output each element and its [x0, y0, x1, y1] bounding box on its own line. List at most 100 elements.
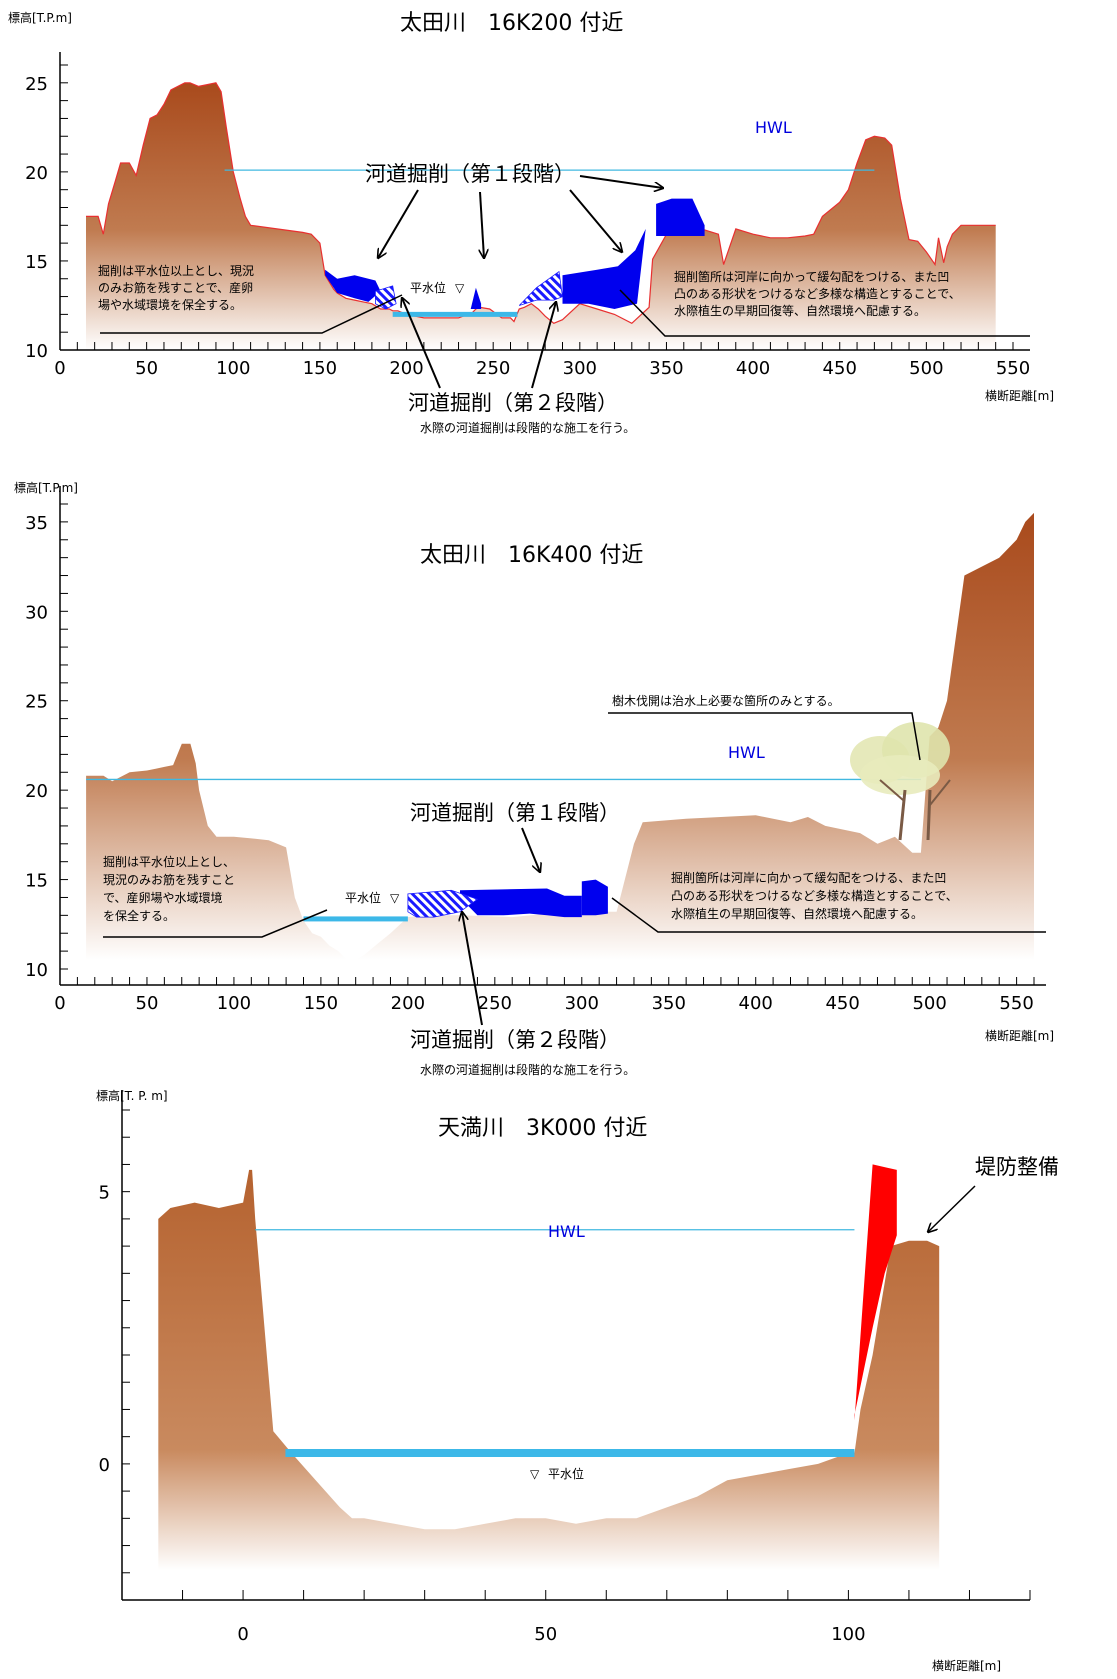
excavation-stage1 [460, 879, 608, 918]
left-note-line3: 場や水域環境を保全する。 [98, 297, 242, 312]
x-tick-label: 500 [909, 358, 943, 379]
normal-water-level [392, 311, 518, 317]
y-tick-label: 25 [25, 692, 48, 713]
normal-water-level [303, 916, 408, 922]
tree-note: 樹木伐開は治水上必要な箇所のみとする。 [612, 694, 840, 708]
y-tick-label: 30 [25, 602, 48, 623]
y-tick-label: 15 [25, 252, 48, 273]
x-tick-label: 100 [831, 1624, 865, 1645]
excavation-stage1-area [656, 198, 705, 236]
x-tick-label: 150 [304, 993, 338, 1014]
y-tick-label: 5 [99, 1183, 110, 1204]
excavation-stage2-area [374, 285, 397, 310]
ground-area [85, 82, 996, 351]
x-tick-label: 400 [739, 993, 773, 1014]
x-tick-label: 250 [478, 993, 512, 1014]
ground-area [158, 1169, 940, 1570]
x-tick-label: 350 [649, 358, 683, 379]
stage2-note: 水際の河道掘削は段階的な施工を行う。 [420, 1062, 635, 1077]
stage1-label: 河道掘削（第１段階） [410, 801, 620, 825]
x-tick-label: 550 [996, 358, 1030, 379]
left-note-line3: で、産卵場や水域環境 [103, 890, 223, 905]
x-tick-label: 450 [823, 358, 857, 379]
stage2-label: 河道掘削（第２段階） [410, 1028, 620, 1052]
excavation-stage1-area [562, 228, 646, 309]
ground-outline [86, 82, 996, 325]
chart-title: 太田川 16K200 付近 [400, 11, 623, 36]
excavation-stage1-area [460, 888, 582, 918]
y-axis-label: 標高[T.P.m] [14, 480, 78, 495]
y-tick-label: 25 [25, 74, 48, 95]
x-tick-label: 50 [136, 993, 159, 1014]
chart-title: 太田川 16K400 付近 [420, 543, 643, 568]
right-note-line2: 凸のある形状をつけるなど多様な構造とすることで、 [674, 287, 961, 301]
right-note-line2: 凸のある形状をつけるなど多様な構造とすることで、 [671, 889, 958, 903]
x-tick-label: 300 [563, 358, 597, 379]
x-tick-label: 100 [217, 993, 251, 1014]
x-tick-label: 150 [303, 358, 337, 379]
x-tick-label: 550 [999, 993, 1033, 1014]
y-axis-label: 標高[T. P. m] [96, 1088, 168, 1103]
x-tick-label: 500 [912, 993, 946, 1014]
chart-16k400: 標高[T.P.m] 太田川 16K400 付近 HWL 平水位 ▽ 101520… [14, 480, 1054, 1077]
hwl-label: HWL [755, 118, 792, 137]
water-level-label: 平水位 [548, 1466, 584, 1481]
chart-title: 天満川 3K000 付近 [438, 1116, 647, 1141]
x-tick-label: 0 [54, 993, 65, 1014]
hwl-label: HWL [728, 743, 765, 762]
x-tick-label: 450 [825, 993, 859, 1014]
x-tick-label: 0 [54, 358, 65, 379]
x-tick-label: 50 [534, 1624, 557, 1645]
water-surface [285, 1449, 855, 1457]
x-tick-label: 400 [736, 358, 770, 379]
water-level-icon: ▽ [530, 1467, 540, 1481]
chart-16k200: 標高[T.P.m] 太田川 16K200 付近 HWL 平水位 ▽ 101520… [8, 10, 1054, 435]
ground-area [86, 512, 1034, 961]
left-note-line2: のみお筋を残すことで、産卵 [98, 280, 253, 295]
normal-water-level [285, 1449, 855, 1457]
embankment-area [854, 1164, 897, 1421]
excavation-stage1-area [325, 269, 381, 302]
x-tick-label: 300 [565, 993, 599, 1014]
right-note-line3: 水際植生の早期回復等、自然環境へ配慮する。 [674, 303, 926, 318]
excavation-stage2 [374, 270, 563, 310]
y-tick-label: 10 [25, 960, 48, 981]
stage1-label: 河道掘削（第１段階） [365, 162, 575, 186]
y-tick-label: 35 [25, 513, 48, 534]
x-axis-label: 横断距離[m] [932, 1658, 1001, 1673]
x-axis-label: 横断距離[m] [985, 1028, 1054, 1043]
excavation-stage1 [325, 198, 705, 309]
left-note-line2: 現況のみお筋を残すこと [103, 872, 235, 887]
ground-profile [85, 82, 996, 351]
right-note-line1: 掘削箇所は河岸に向かって緩勾配をつける、また凹 [674, 269, 949, 284]
hwl-label: HWL [548, 1222, 585, 1241]
tree-icon [850, 722, 951, 841]
y-tick-label: 10 [25, 341, 48, 362]
x-tick-label: 50 [135, 358, 158, 379]
x-tick-label: 200 [391, 993, 425, 1014]
ground-profile [158, 1169, 940, 1570]
x-tick-label: 200 [389, 358, 423, 379]
y-tick-label: 0 [99, 1455, 110, 1476]
x-axis-label: 横断距離[m] [985, 388, 1054, 403]
right-note-line1: 掘削箇所は河岸に向かって緩勾配をつける、また凹 [671, 870, 946, 885]
left-note-line1: 掘削は平水位以上とし、 [103, 854, 235, 869]
water-level-label: 平水位 [410, 280, 446, 295]
water-level-icon: ▽ [390, 891, 400, 905]
water-surface [303, 916, 408, 922]
right-note-line3: 水際植生の早期回復等、自然環境へ配慮する。 [671, 906, 923, 921]
stage2-label: 河道掘削（第２段階） [408, 391, 618, 415]
x-tick-label: 100 [216, 358, 250, 379]
embankment [854, 1164, 897, 1421]
excavation-stage2-area [518, 270, 563, 306]
water-surface [392, 311, 518, 317]
x-tick-label: 250 [476, 358, 510, 379]
left-note-line1: 掘削は平水位以上とし、現況 [98, 263, 254, 278]
embankment-label: 堤防整備 [975, 1155, 1059, 1179]
y-axis-label: 標高[T.P.m] [8, 10, 72, 25]
